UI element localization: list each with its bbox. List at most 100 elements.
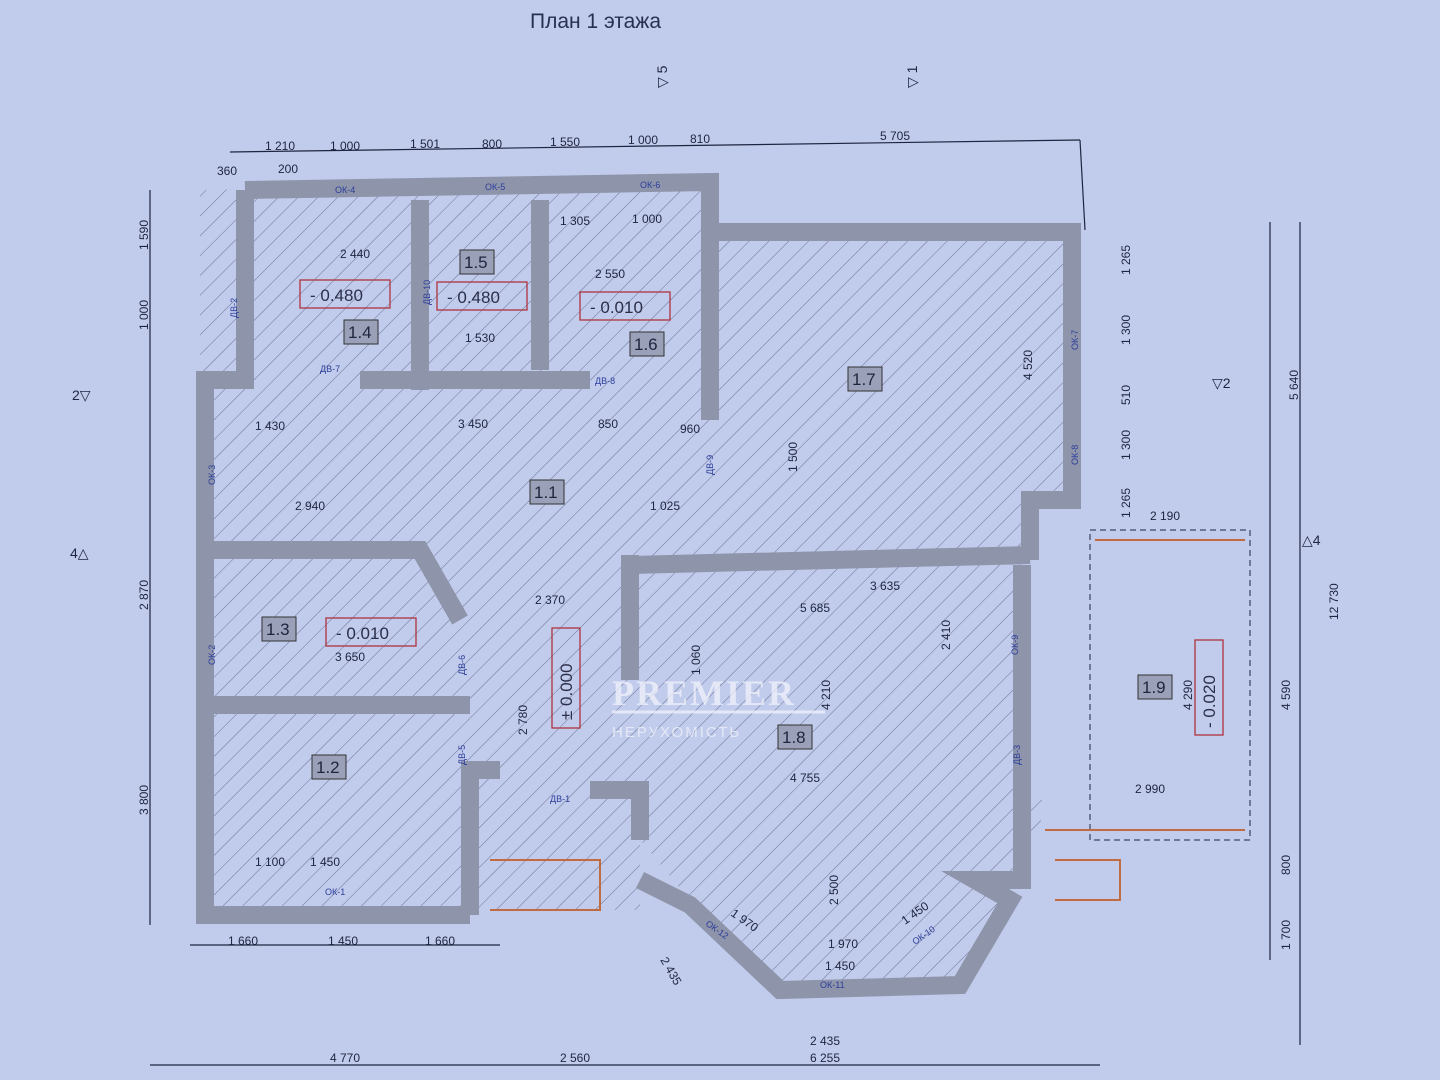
svg-text:1.7: 1.7 — [852, 370, 876, 389]
svg-text:1 305: 1 305 — [560, 214, 590, 228]
level-marks — [299, 279, 1224, 736]
svg-text:1.8: 1.8 — [782, 728, 806, 747]
room-1-1: 1.1 — [529, 479, 565, 505]
dimensions-top: 1 210 1 000 1 501 800 1 550 1 000 810 5 … — [217, 129, 910, 178]
svg-text:ОК-7: ОК-7 — [1070, 330, 1080, 350]
svg-text:ОК-9: ОК-9 — [1010, 635, 1020, 655]
svg-text:1 590: 1 590 — [137, 220, 151, 250]
svg-text:1.3: 1.3 — [266, 620, 290, 639]
svg-text:5 640: 5 640 — [1287, 370, 1301, 400]
level-mark: - 0.010 — [336, 624, 389, 643]
svg-text:ДВ-1: ДВ-1 — [550, 794, 570, 804]
svg-text:1 501: 1 501 — [410, 137, 440, 151]
svg-text:1 000: 1 000 — [137, 300, 151, 330]
svg-text:1 210: 1 210 — [265, 139, 295, 153]
svg-text:4 755: 4 755 — [790, 771, 820, 785]
svg-text:1 500: 1 500 — [786, 442, 800, 472]
svg-text:PREMIER: PREMIER — [612, 673, 796, 713]
svg-text:ОК-8: ОК-8 — [1070, 445, 1080, 465]
axis-marker-4-right: △4 — [1302, 532, 1321, 548]
svg-text:1.1: 1.1 — [534, 483, 558, 502]
svg-text:2 410: 2 410 — [939, 620, 953, 650]
axis-marker-2-left: 2▽ — [72, 387, 91, 403]
svg-text:800: 800 — [482, 137, 502, 151]
svg-text:810: 810 — [690, 132, 710, 146]
svg-text:2 560: 2 560 — [560, 1051, 590, 1065]
svg-text:ДВ-9: ДВ-9 — [705, 455, 715, 475]
svg-text:1.4: 1.4 — [348, 323, 372, 342]
premier-watermark: PREMIER НЕРУХОМІСТЬ — [612, 673, 825, 741]
svg-text:ОК-3: ОК-3 — [207, 465, 217, 485]
svg-text:4 520: 4 520 — [1021, 350, 1035, 380]
svg-text:360: 360 — [217, 164, 237, 178]
svg-text:2 940: 2 940 — [295, 499, 325, 513]
svg-text:2 780: 2 780 — [516, 705, 530, 735]
svg-text:1 060: 1 060 — [689, 645, 703, 675]
svg-text:НЕРУХОМІСТЬ: НЕРУХОМІСТЬ — [612, 724, 741, 741]
svg-text:ОК-11: ОК-11 — [820, 980, 845, 990]
svg-text:2 190: 2 190 — [1150, 509, 1180, 523]
svg-text:200: 200 — [278, 162, 298, 176]
room-1-2: 1.2 — [311, 754, 347, 780]
svg-text:1 660: 1 660 — [425, 934, 455, 948]
svg-text:2 435: 2 435 — [657, 955, 684, 988]
level-mark: - 0.480 — [447, 288, 500, 307]
svg-text:1 300: 1 300 — [1119, 430, 1133, 460]
svg-text:3 650: 3 650 — [335, 650, 365, 664]
svg-text:ОК-5: ОК-5 — [485, 182, 505, 192]
svg-text:1 450: 1 450 — [825, 959, 855, 973]
svg-text:1 000: 1 000 — [330, 139, 360, 153]
svg-text:2 870: 2 870 — [137, 580, 151, 610]
axis-marker-4-left: 4△ — [70, 545, 89, 561]
svg-text:1 550: 1 550 — [550, 135, 580, 149]
room-1-7: 1.7 — [847, 366, 883, 392]
svg-text:5 685: 5 685 — [800, 601, 830, 615]
svg-text:ДВ-5: ДВ-5 — [457, 745, 467, 765]
svg-text:1 660: 1 660 — [228, 934, 258, 948]
room-1-5: 1.5 — [459, 249, 495, 275]
svg-text:1 300: 1 300 — [1119, 315, 1133, 345]
room-1-6: 1.6 — [629, 331, 665, 357]
svg-text:1.2: 1.2 — [316, 758, 340, 777]
svg-text:1.6: 1.6 — [634, 335, 658, 354]
svg-text:ОК-1: ОК-1 — [325, 887, 345, 897]
svg-text:1.9: 1.9 — [1142, 678, 1166, 697]
svg-text:1.5: 1.5 — [464, 253, 488, 272]
svg-text:ОК-2: ОК-2 — [207, 645, 217, 665]
svg-text:1 450: 1 450 — [328, 934, 358, 948]
room-1-8: 1.8 — [777, 724, 813, 750]
svg-text:1 265: 1 265 — [1119, 245, 1133, 275]
svg-text:2 500: 2 500 — [827, 875, 841, 905]
axis-marker-2-right: ▽2 — [1212, 375, 1231, 391]
dimensions-right: 1 265 1 300 510 1 300 1 265 5 640 4 590 … — [1119, 245, 1341, 950]
svg-text:ДВ-6: ДВ-6 — [457, 655, 467, 675]
level-mark: - 0.480 — [310, 286, 363, 305]
svg-text:3 635: 3 635 — [870, 579, 900, 593]
svg-text:1 530: 1 530 — [465, 331, 495, 345]
svg-text:4 290: 4 290 — [1181, 680, 1195, 710]
svg-text:5 705: 5 705 — [880, 129, 910, 143]
level-mark: ± 0.000 — [557, 663, 576, 720]
svg-text:4 770: 4 770 — [330, 1051, 360, 1065]
porch-steps — [490, 539, 1245, 911]
svg-text:ОК-6: ОК-6 — [640, 180, 660, 190]
dimension-lines — [149, 139, 1301, 1066]
svg-text:1 430: 1 430 — [255, 419, 285, 433]
svg-text:2 990: 2 990 — [1135, 782, 1165, 796]
room-1-3: 1.3 — [261, 616, 297, 642]
walls — [196, 172, 1081, 1000]
svg-text:6 255: 6 255 — [810, 1051, 840, 1065]
svg-text:ДВ-3: ДВ-3 — [1012, 745, 1022, 765]
svg-text:4 210: 4 210 — [819, 680, 833, 710]
room-1-9: 1.9 — [1137, 674, 1173, 700]
svg-text:ДВ-2: ДВ-2 — [229, 298, 239, 318]
svg-text:850: 850 — [598, 417, 618, 431]
svg-text:2 550: 2 550 — [595, 267, 625, 281]
level-mark: - 0.010 — [590, 298, 643, 317]
svg-text:1 000: 1 000 — [628, 133, 658, 147]
svg-text:510: 510 — [1119, 385, 1133, 405]
axis-marker-5: ▽ 5 — [654, 65, 670, 88]
room-1-4: 1.4 — [343, 319, 379, 345]
svg-text:3 800: 3 800 — [137, 785, 151, 815]
level-mark: - 0.020 — [1200, 675, 1219, 728]
